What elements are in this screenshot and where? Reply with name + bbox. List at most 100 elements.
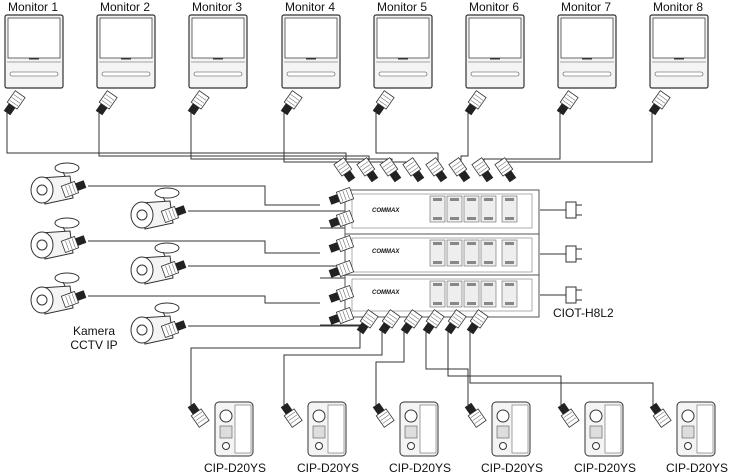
rj45-connector-icon — [60, 235, 87, 254]
door-camera-icon — [589, 409, 603, 423]
rj45-connector-icon — [328, 186, 355, 205]
port-led — [484, 283, 493, 286]
plug-body — [60, 290, 80, 309]
port-led — [484, 198, 493, 201]
monitor-logo — [306, 58, 316, 60]
plug-body — [375, 90, 395, 110]
plug-body — [335, 186, 355, 205]
plug-contact — [339, 290, 344, 300]
plug-contact — [562, 100, 572, 107]
monitor-label: Monitor 8 — [653, 0, 703, 14]
cables — [6, 113, 654, 405]
door-station-label: CIP-D20YS — [481, 461, 543, 475]
ip-camera-3 — [30, 217, 80, 260]
plug-contact — [432, 167, 442, 174]
plug-body — [425, 309, 445, 329]
rj45-connector-icon — [328, 209, 355, 228]
plug-contact — [380, 97, 390, 104]
cable — [283, 332, 383, 405]
camera-label-line2: CCTV IP — [70, 338, 117, 352]
plug-boot — [75, 235, 87, 246]
cable — [188, 324, 366, 327]
monitor-screen — [99, 17, 153, 59]
plug-contact — [288, 414, 298, 421]
plug-body — [333, 157, 353, 177]
rj45-connector-icon — [556, 90, 579, 116]
monitor-label: Monitor 2 — [100, 0, 150, 14]
door-station-side — [696, 404, 714, 454]
rj45-connector-icon — [356, 309, 379, 335]
monitor-screen — [7, 17, 61, 59]
plug-body — [381, 309, 401, 329]
plug-contact — [9, 100, 19, 107]
plug-body — [190, 90, 210, 110]
rj45-connector-icon — [379, 157, 402, 183]
plug-contact — [654, 100, 664, 107]
plug-body — [6, 90, 26, 110]
plug-contact — [197, 417, 207, 424]
plug-contact — [474, 316, 484, 323]
switch-port — [501, 239, 518, 267]
plug-body — [379, 157, 399, 177]
ip-camera-2 — [130, 187, 180, 230]
switch-brand: COMMAX — [372, 208, 400, 214]
door-station-side — [234, 404, 252, 454]
cable — [375, 332, 405, 405]
plug-contact — [405, 161, 415, 168]
door-station-label: CIP-D20YS — [666, 461, 728, 475]
camera-mount — [154, 242, 180, 254]
monitor-logo — [674, 58, 684, 60]
door-camera-icon — [312, 409, 326, 423]
monitor-logo — [490, 58, 500, 60]
rj45-connector-icon — [444, 309, 467, 335]
plug-boot — [328, 242, 340, 253]
plug-contact — [345, 237, 350, 248]
camera-mount — [54, 217, 80, 229]
rj45-connector-icon — [471, 157, 494, 183]
plug-contact — [567, 417, 577, 424]
plug-contact — [105, 94, 115, 101]
monitor-screen — [376, 17, 430, 59]
plug-boot — [175, 260, 187, 271]
call-button-icon — [315, 442, 323, 450]
switch-port — [446, 195, 463, 223]
door-station-side — [327, 404, 345, 454]
plug-contact — [339, 312, 344, 322]
rj45-connector-icon — [60, 180, 87, 199]
monitor-button-bar — [654, 71, 704, 77]
plug-contact — [501, 167, 511, 174]
call-button-icon — [222, 442, 230, 450]
monitor-button-bar — [193, 71, 243, 77]
door-station-label: CIP-D20YS — [389, 461, 451, 475]
rj45-connector-icon — [328, 306, 355, 325]
plug-contact — [171, 208, 176, 218]
door-station-side — [511, 404, 529, 454]
cable — [190, 332, 361, 405]
plug-contact — [452, 316, 462, 323]
speaker-grille-icon — [681, 425, 695, 439]
plug-contact — [659, 417, 669, 424]
rj45-connector-icon — [95, 90, 118, 116]
cable — [447, 332, 562, 405]
port-led — [467, 198, 476, 201]
switch-port — [429, 239, 446, 267]
monitor-2 — [96, 14, 156, 89]
speaker-grille-icon — [496, 425, 510, 439]
monitor-button-bar — [101, 71, 151, 77]
plug-contact — [472, 319, 482, 326]
plug-contact — [171, 323, 176, 333]
plug-contact — [68, 239, 73, 250]
port-led — [484, 261, 493, 264]
door-camera-icon — [404, 409, 418, 423]
rj45-connector-icon — [280, 90, 303, 116]
rj45-connector-icon — [372, 402, 395, 428]
door-station-label: CIP-D20YS — [204, 461, 266, 475]
rj45-connector-icon — [160, 260, 187, 279]
rj45-connector-icon — [464, 90, 487, 116]
plug-contact — [656, 97, 666, 104]
monitor-logo — [213, 58, 223, 60]
monitor-4 — [281, 14, 341, 89]
monitor-screen — [652, 17, 706, 59]
speaker-grille-icon — [219, 425, 233, 439]
monitor-button-bar — [470, 71, 520, 77]
